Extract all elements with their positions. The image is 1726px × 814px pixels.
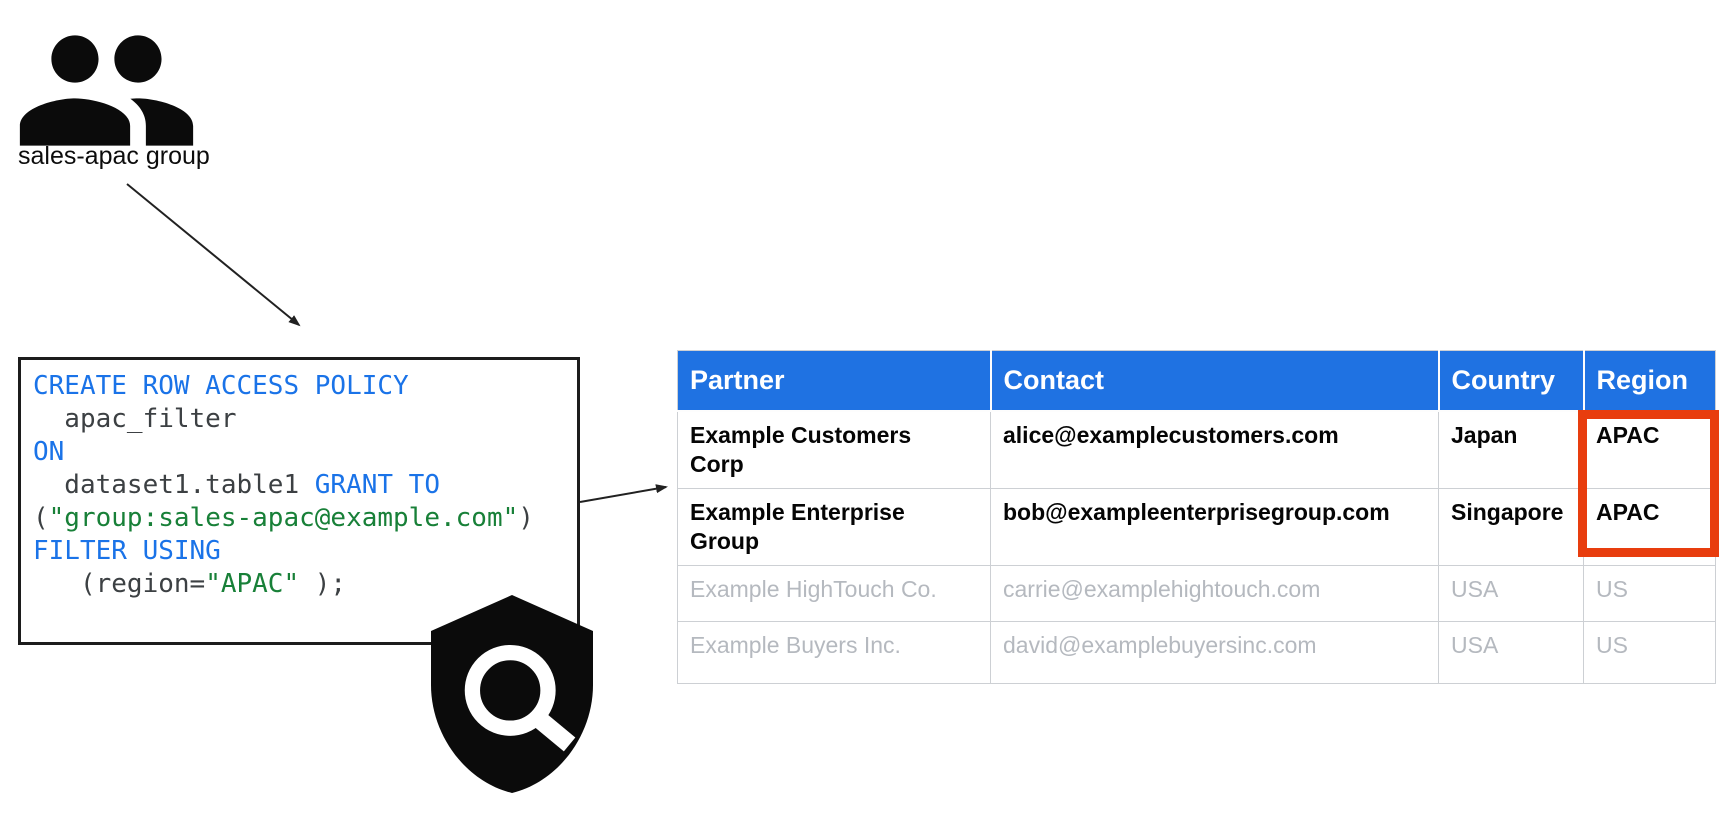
code-token: "group:sales-apac@example.com": [48, 503, 519, 533]
code-line: CREATE ROW ACCESS POLICY: [33, 370, 565, 403]
cell-contact: bob@exampleenterprisegroup.com: [990, 487, 1439, 566]
cell-region: US: [1583, 620, 1716, 684]
table-row: Example HighTouch Co. carrie@examplehigh…: [677, 564, 1716, 622]
cell-country: Singapore: [1438, 487, 1584, 566]
code-token: (: [33, 503, 49, 533]
arrow-policy-to-table: [579, 484, 668, 503]
partners-table: Partner Contact Country Region Example C…: [677, 350, 1716, 684]
column-header-region: Region: [1582, 350, 1716, 412]
code-line: ON: [33, 436, 565, 469]
cell-contact: alice@examplecustomers.com: [990, 410, 1439, 489]
table-header-row: Partner Contact Country Region: [677, 350, 1716, 412]
table-row: Example Customers Corp alice@examplecust…: [677, 410, 1716, 489]
code-token: GRANT TO: [314, 470, 440, 500]
cell-partner: Example Enterprise Group: [677, 487, 991, 566]
group-label: sales-apac group: [18, 142, 210, 170]
code-line: ("group:sales-apac@example.com"): [33, 502, 565, 535]
cell-region: US: [1583, 564, 1716, 622]
code-line: apac_filter: [33, 403, 565, 436]
code-token: ): [518, 503, 534, 533]
cell-contact: carrie@examplehightouch.com: [990, 564, 1439, 622]
cell-partner: Example Customers Corp: [677, 410, 991, 489]
code-token: CREATE ROW ACCESS POLICY: [33, 371, 409, 401]
code-token: );: [299, 569, 347, 599]
arrow-group-to-policy: [126, 183, 301, 327]
column-header-partner: Partner: [677, 350, 992, 412]
code-token: apac_filter: [33, 404, 237, 434]
two-people-icon: [19, 35, 194, 146]
code-token: (region=: [33, 569, 206, 599]
table-row: Example Enterprise Group bob@exampleente…: [677, 487, 1716, 566]
code-line: (region="APAC" );: [33, 568, 565, 601]
code-token: "APAC": [205, 569, 300, 599]
cell-country: USA: [1438, 620, 1584, 684]
column-header-country: Country: [1437, 350, 1585, 412]
cell-country: USA: [1438, 564, 1584, 622]
code-token: ON: [33, 437, 65, 467]
code-token: dataset1.table1: [33, 470, 315, 500]
cell-partner: Example HighTouch Co.: [677, 564, 991, 622]
apac-region-highlight-box: [1578, 410, 1719, 557]
code-token: FILTER USING: [33, 536, 221, 566]
code-line: dataset1.table1 GRANT TO: [33, 469, 565, 502]
column-header-contact: Contact: [989, 350, 1440, 412]
cell-region: APAC: [1583, 410, 1716, 489]
code-line: FILTER USING: [33, 535, 565, 568]
shield-magnifier-icon: [431, 595, 593, 793]
cell-contact: david@examplebuyersinc.com: [990, 620, 1439, 684]
cell-partner: Example Buyers Inc.: [677, 620, 991, 684]
cell-country: Japan: [1438, 410, 1584, 489]
table-row: Example Buyers Inc. david@examplebuyersi…: [677, 620, 1716, 684]
